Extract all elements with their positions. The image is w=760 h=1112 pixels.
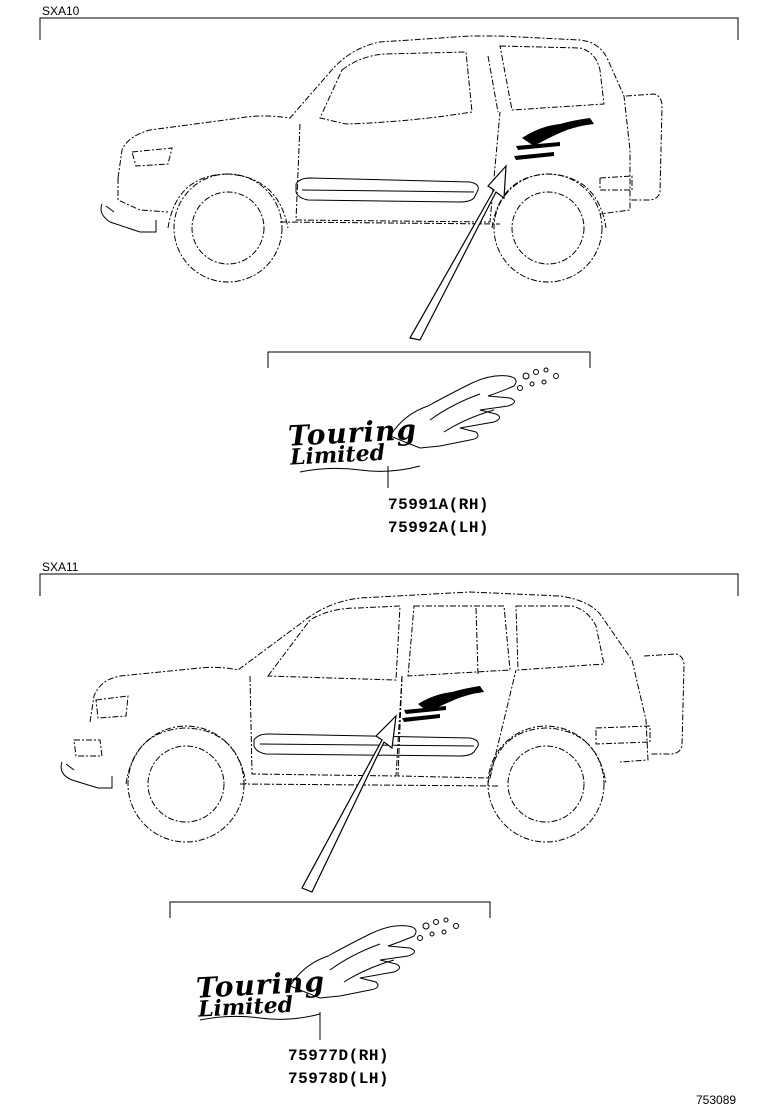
part-number-rh-sxa10: 75991A(RH) <box>388 496 490 514</box>
touring-limited-emblem-small-2 <box>402 686 484 722</box>
pointer-arrow-sxa10 <box>409 164 507 341</box>
part-number-rh-sxa11: 75977D(RH) <box>288 1047 390 1065</box>
section-frame-sxa10 <box>39 17 739 40</box>
pointer-arrow-sxa11 <box>301 714 397 893</box>
vehicle-5door-illustration <box>60 591 685 843</box>
part-number-lh-sxa11: 75978D(LH) <box>288 1070 390 1088</box>
emblem-text-sxa11: Touring Limited <box>195 965 376 1023</box>
part-number-lh-sxa10: 75992A(LH) <box>388 519 490 537</box>
section-label-sxa11: SXA11 <box>42 560 79 574</box>
touring-limited-emblem-small <box>514 118 594 160</box>
figure-number: 753089 <box>696 1093 737 1107</box>
section-frame-sxa11 <box>39 573 739 596</box>
touring-limited-emblem-sxa10 <box>299 367 559 473</box>
touring-limited-emblem-sxa11 <box>199 917 459 1021</box>
section-label-sxa10: SXA10 <box>42 4 80 18</box>
vehicle-3door-illustration <box>100 35 663 283</box>
emblem-bracket-sxa11 <box>169 901 491 918</box>
emblem-bracket-sxa10 <box>267 351 591 368</box>
emblem-text-sxa10: Touring Limited <box>287 413 468 471</box>
